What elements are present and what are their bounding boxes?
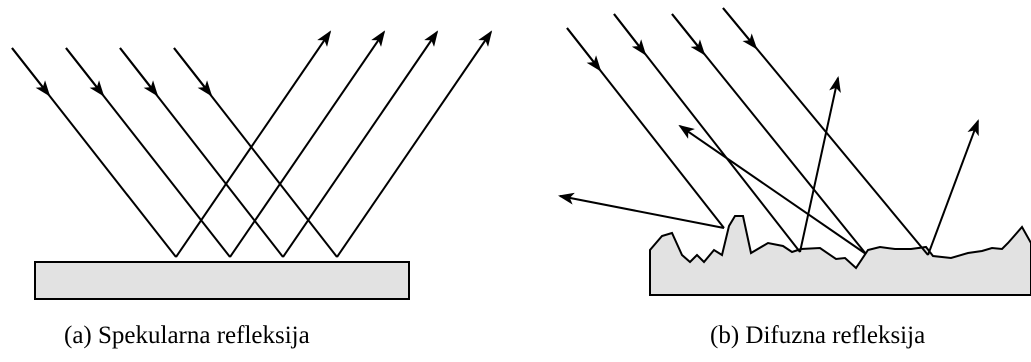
incident-arrow-1: [11, 47, 51, 97]
incident-arrow-3: [671, 13, 706, 56]
reflected-ray-1: [175, 30, 332, 258]
incident-arrow-4: [722, 7, 758, 50]
scattered-ray-1: [558, 192, 725, 229]
incident-arrow-4: [173, 47, 213, 97]
scattered-ray-4: [927, 119, 979, 256]
incident-arrow-3: [119, 47, 159, 97]
incident-arrow-1: [566, 27, 602, 72]
incident-arrow-2: [613, 13, 647, 56]
incident-arrow-2: [65, 47, 105, 97]
scattered-ray-2: [799, 76, 841, 253]
scattered-ray-3: [678, 124, 867, 255]
specular-surface: [34, 261, 410, 300]
specular-reflection-panel: [11, 30, 493, 300]
specular-caption: (a) Spekularna refleksija: [64, 322, 310, 349]
diffuse-caption: (b) Difuzna refleksija: [710, 322, 926, 349]
reflected-ray-2: [229, 30, 386, 258]
reflected-ray-4: [336, 30, 493, 258]
diffuse-reflection-panel: [558, 7, 1031, 296]
reflected-ray-3: [282, 30, 439, 258]
diffuse-rough-surface: [649, 215, 1031, 296]
